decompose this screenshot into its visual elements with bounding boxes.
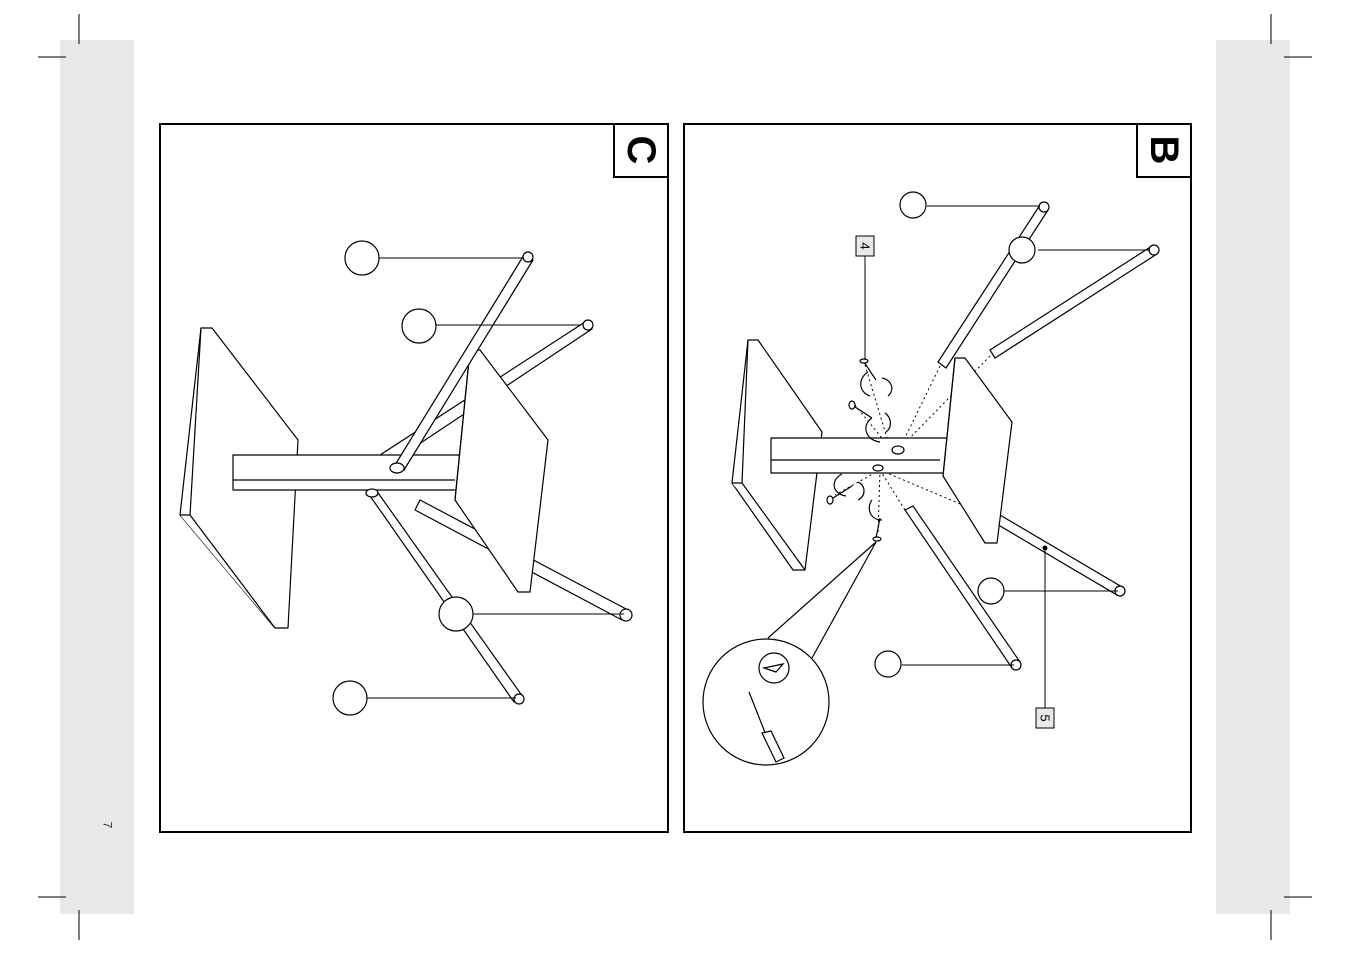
leg-callout-label: 5 bbox=[1038, 714, 1053, 721]
panel-c-label: C bbox=[619, 136, 663, 165]
screw-callout-box: 4 bbox=[856, 236, 874, 256]
exploded-legs-b bbox=[905, 202, 1159, 670]
screw-bottom-icon bbox=[869, 500, 882, 541]
screw-upper-mid-icon bbox=[849, 401, 890, 442]
panel-b: B bbox=[684, 124, 1191, 832]
screw-top-icon bbox=[860, 359, 892, 396]
panel-b-label: B bbox=[1142, 136, 1186, 165]
leg-dot-icon bbox=[1043, 546, 1048, 551]
panel-c: C bbox=[160, 124, 668, 832]
screw-callout-label: 4 bbox=[858, 242, 873, 249]
detail-magnifier bbox=[703, 542, 876, 765]
leg-callout-box: 5 bbox=[1036, 708, 1054, 728]
